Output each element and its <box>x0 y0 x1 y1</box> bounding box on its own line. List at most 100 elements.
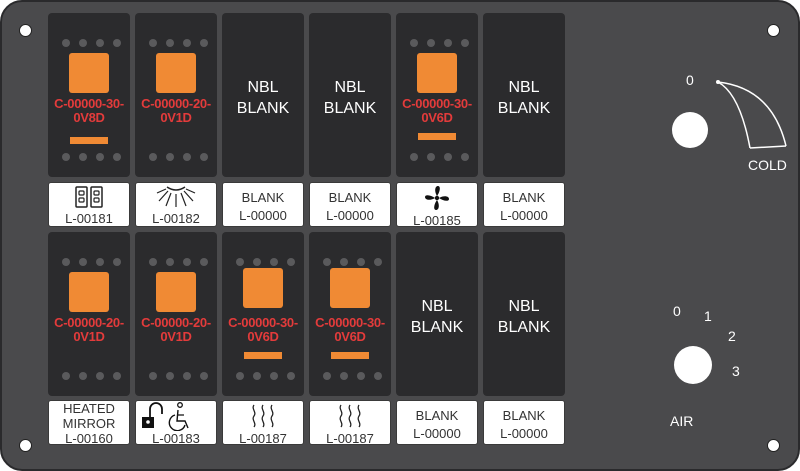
blank-switch-4: NBL BLANK <box>309 13 391 177</box>
rocker-switch-9[interactable]: C-00000-30- 0V6D <box>222 232 304 396</box>
label-code: L-00183 <box>152 431 200 445</box>
blank-text: NBL BLANK <box>236 79 290 117</box>
label-door-lock: L-00181 <box>48 182 130 227</box>
cold-scale-icon <box>716 80 787 149</box>
heat-waves-icon <box>252 404 274 428</box>
air-position-0: 0 <box>673 303 681 319</box>
dot-row <box>135 153 217 161</box>
label-blank: BLANK L-00000 <box>483 400 565 445</box>
mount-hole-bottom-right <box>767 439 780 452</box>
label-heated-mirror: HEATED MIRROR L-00160 <box>48 400 130 445</box>
label-code: L-00000 <box>239 208 287 223</box>
rocker-pad[interactable] <box>69 53 109 93</box>
part-number: C-00000-20- 0V1D <box>54 315 124 344</box>
indicator-bar <box>331 352 369 359</box>
indicator-bar <box>70 137 108 144</box>
rocker-switch-8[interactable]: C-00000-20- 0V1D <box>135 232 217 396</box>
dot-row <box>135 258 217 266</box>
blank-text: NBL BLANK <box>410 298 464 336</box>
rocker-switch-5[interactable]: C-00000-30- 0V6D <box>396 13 478 177</box>
label-text: BLANK <box>241 190 285 205</box>
part-number: C-00000-30- 0V6D <box>228 315 298 344</box>
dot-row <box>48 39 130 47</box>
label-wheelchair-lock: L-00183 <box>135 400 217 445</box>
indicator-bar <box>244 352 282 359</box>
part-number: C-00000-30- 0V8D <box>54 96 124 125</box>
dot-row <box>396 153 478 161</box>
label-heat: L-00187 <box>309 400 391 445</box>
label-code: L-00185 <box>413 213 461 227</box>
rocker-pad[interactable] <box>69 272 109 312</box>
rocker-pad[interactable] <box>330 268 370 308</box>
rocker-switch-10[interactable]: C-00000-30- 0V6D <box>309 232 391 396</box>
air-position-2: 2 <box>728 328 736 344</box>
rocker-pad[interactable] <box>243 268 283 308</box>
label-code: L-00187 <box>326 431 374 445</box>
fan-icon <box>425 186 449 210</box>
label-blank: BLANK L-00000 <box>222 182 304 227</box>
label-code: L-00182 <box>152 211 200 226</box>
label-code: L-00000 <box>500 426 548 441</box>
wheelchair-lock-icon <box>142 402 189 431</box>
rocker-switch-7[interactable]: C-00000-20- 0V1D <box>48 232 130 396</box>
dot-row <box>135 372 217 380</box>
rocker-pad[interactable] <box>156 53 196 93</box>
air-position-1: 1 <box>704 308 712 324</box>
label-fan: L-00185 <box>396 182 478 227</box>
blank-text: NBL BLANK <box>497 298 551 336</box>
door-lock-icon <box>75 186 103 208</box>
dome-light-icon <box>156 186 196 207</box>
label-blank: BLANK L-00000 <box>309 182 391 227</box>
dot-row <box>309 258 391 266</box>
mount-hole-bottom-left <box>19 439 32 452</box>
air-label: AIR <box>670 413 694 429</box>
label-text: BLANK <box>502 190 546 205</box>
label-text: HEATED MIRROR <box>62 401 116 431</box>
indicator-bar <box>418 133 456 140</box>
label-code: L-00000 <box>500 208 548 223</box>
blank-text: NBL BLANK <box>323 79 377 117</box>
air-position-3: 3 <box>732 363 740 379</box>
heat-waves-icon <box>339 404 361 428</box>
rocker-switch-2[interactable]: C-00000-20- 0V1D <box>135 13 217 177</box>
part-number: C-00000-30- 0V6D <box>402 96 472 125</box>
blank-switch-12: NBL BLANK <box>483 232 565 396</box>
label-blank: BLANK L-00000 <box>396 400 478 445</box>
blank-switch-3: NBL BLANK <box>222 13 304 177</box>
part-number: C-00000-30- 0V6D <box>315 315 385 344</box>
label-text: BLANK <box>415 408 459 423</box>
part-number: C-00000-20- 0V1D <box>141 96 211 125</box>
temp-zero-label: 0 <box>686 72 694 88</box>
mount-hole-top-right <box>767 24 780 37</box>
air-knob[interactable] <box>674 346 712 384</box>
dot-row <box>48 153 130 161</box>
dot-row <box>222 258 304 266</box>
temperature-knob[interactable] <box>672 112 708 148</box>
label-code: L-00000 <box>413 426 461 441</box>
label-text: BLANK <box>502 408 546 423</box>
rocker-switch-1[interactable]: C-00000-30- 0V8D <box>48 13 130 177</box>
label-text: BLANK <box>328 190 372 205</box>
rocker-pad[interactable] <box>417 53 457 93</box>
dot-row <box>48 258 130 266</box>
dot-row <box>48 372 130 380</box>
dot-row <box>309 372 391 380</box>
dot-row <box>396 39 478 47</box>
dot-row <box>135 39 217 47</box>
blank-switch-6: NBL BLANK <box>483 13 565 177</box>
label-blank: BLANK L-00000 <box>483 182 565 227</box>
part-number: C-00000-20- 0V1D <box>141 315 211 344</box>
blank-text: NBL BLANK <box>497 79 551 117</box>
cold-label: COLD <box>748 157 787 173</box>
label-code: L-00181 <box>65 211 113 226</box>
label-code: L-00187 <box>239 431 287 445</box>
label-heat: L-00187 <box>222 400 304 445</box>
mount-hole-top-left <box>19 24 32 37</box>
label-code: L-00000 <box>326 208 374 223</box>
rocker-pad[interactable] <box>156 272 196 312</box>
blank-switch-11: NBL BLANK <box>396 232 478 396</box>
label-dome-light: L-00182 <box>135 182 217 227</box>
label-code: L-00160 <box>65 431 113 445</box>
dot-row <box>222 372 304 380</box>
